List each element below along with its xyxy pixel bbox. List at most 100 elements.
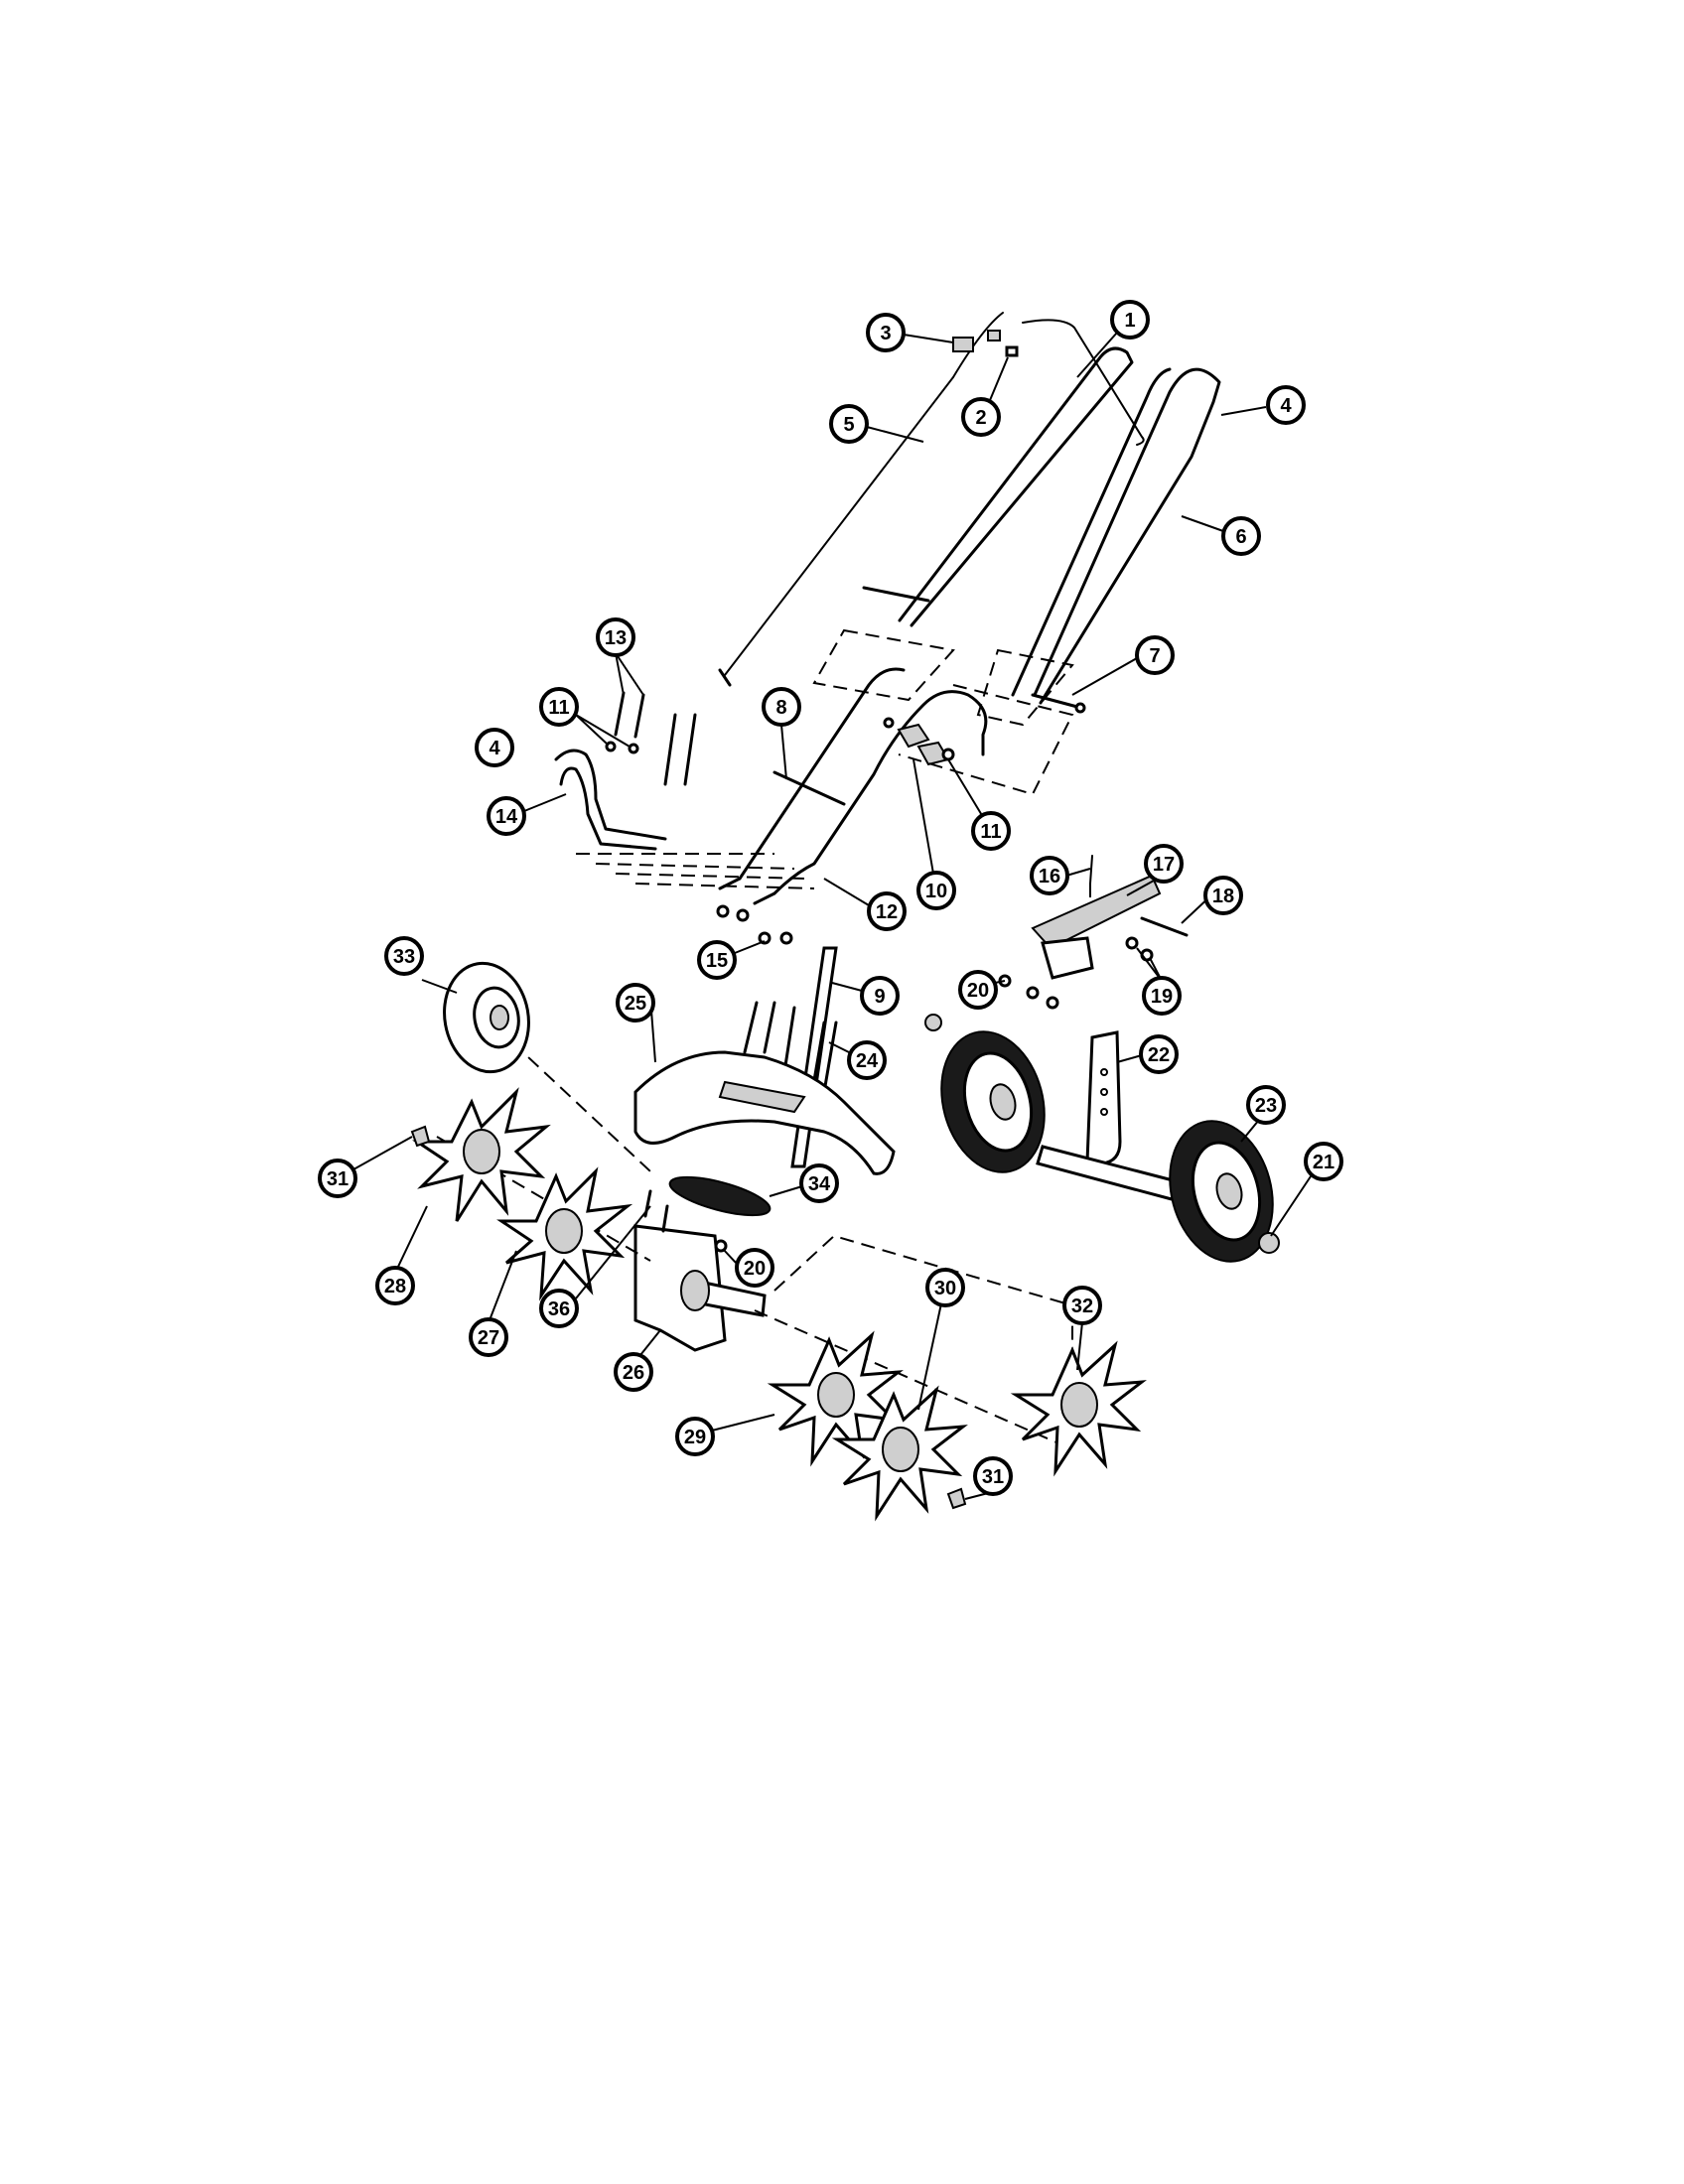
washer-11a — [605, 741, 617, 752]
callout-24: 24 — [847, 1040, 887, 1080]
leader-15 — [734, 940, 766, 954]
tine-28 — [412, 1087, 551, 1222]
cable-bracket-part — [952, 337, 974, 352]
stake-hole-1 — [1100, 1068, 1108, 1076]
svg-text:12: 12 — [876, 901, 898, 923]
bolt-24b — [763, 1001, 776, 1054]
bolt-13a — [614, 691, 626, 737]
bail-wire — [1022, 319, 1145, 446]
bolt-8 — [772, 770, 846, 806]
leader-16 — [1065, 868, 1091, 877]
svg-text:8: 8 — [775, 697, 786, 719]
leader-25 — [650, 1010, 656, 1063]
dashed-axis-left-tines — [436, 1136, 651, 1262]
callout-10: 10 — [916, 871, 956, 910]
lower-handle-inner — [738, 667, 906, 881]
leader-1 — [1076, 332, 1118, 378]
nut-15d — [779, 931, 793, 945]
leader-8 — [780, 724, 787, 780]
callout-33: 33 — [384, 936, 424, 976]
leader-36 — [575, 1205, 651, 1299]
callout-30: 30 — [925, 1268, 965, 1307]
callout-22: 22 — [1139, 1034, 1179, 1074]
svg-text:20: 20 — [744, 1258, 766, 1280]
drag-wheel-33 — [443, 961, 530, 1074]
callout-34: 34 — [799, 1163, 839, 1203]
tine-32 — [1010, 1340, 1147, 1477]
leader-4a — [1220, 406, 1267, 416]
callout-16: 16 — [1030, 856, 1069, 895]
svg-text:11: 11 — [980, 821, 1001, 843]
nut-19a — [1125, 936, 1139, 950]
callout-28: 28 — [375, 1266, 415, 1305]
svg-text:19: 19 — [1151, 986, 1173, 1008]
nut-20-center — [714, 1239, 728, 1253]
washer-11-right-b — [883, 717, 895, 729]
svg-text:18: 18 — [1212, 886, 1234, 907]
bolt-13c — [663, 713, 677, 786]
wheel-nut-21 — [1258, 1232, 1280, 1254]
callout-3: 3 — [866, 313, 906, 352]
tine-shield — [633, 1050, 896, 1175]
callout-32: 32 — [1062, 1286, 1102, 1325]
callout-11-left: 11 — [539, 687, 579, 727]
dashed-box-tines — [773, 1234, 1073, 1350]
bolt-24a — [743, 1001, 759, 1054]
callout-14: 14 — [487, 796, 526, 836]
cable-bracket-top — [987, 330, 1001, 341]
dashed-lower-lines — [576, 853, 815, 889]
leader-22 — [1116, 1054, 1143, 1063]
tine-27 — [496, 1166, 633, 1301]
leader-33 — [421, 979, 458, 994]
clip-31-right — [946, 1487, 967, 1510]
svg-text:6: 6 — [1235, 526, 1246, 548]
callout-4-lower: 4 — [475, 728, 514, 767]
svg-text:26: 26 — [623, 1362, 644, 1384]
leader-2 — [987, 356, 1009, 406]
stake-hole-3 — [1100, 1108, 1108, 1116]
callout-13: 13 — [596, 617, 635, 657]
svg-text:28: 28 — [384, 1276, 406, 1297]
svg-text:23: 23 — [1255, 1095, 1277, 1117]
svg-text:9: 9 — [874, 986, 885, 1008]
bolt-24e — [822, 1021, 838, 1094]
svg-text:14: 14 — [495, 806, 518, 828]
callout-20-center: 20 — [735, 1248, 774, 1288]
callout-18: 18 — [1203, 876, 1243, 915]
callout-6: 6 — [1221, 516, 1261, 556]
tine-shield-slot — [718, 1080, 806, 1114]
callout-31-left: 31 — [318, 1159, 357, 1198]
leader-11b — [947, 758, 984, 818]
svg-text:15: 15 — [706, 950, 728, 972]
cable-end — [718, 668, 732, 687]
callout-19: 19 — [1142, 976, 1182, 1016]
svg-text:10: 10 — [925, 881, 947, 902]
handle-bolt-upper — [862, 586, 930, 603]
control-cable — [724, 312, 1004, 676]
bolt-18 — [1140, 916, 1189, 937]
callout-36: 36 — [539, 1289, 579, 1328]
leader-34 — [769, 1185, 803, 1197]
leader-9 — [831, 982, 863, 992]
leader-30 — [917, 1302, 942, 1411]
svg-text:33: 33 — [393, 946, 415, 968]
nut-15c — [758, 931, 772, 945]
leader-7 — [1071, 657, 1138, 696]
svg-text:22: 22 — [1148, 1044, 1170, 1066]
dashed-box-right — [976, 648, 1074, 727]
washer-11b — [628, 743, 639, 754]
tine-29 — [767, 1330, 904, 1467]
callout-2: 2 — [961, 397, 1001, 437]
callout-26: 26 — [614, 1352, 653, 1392]
bolt-24c — [782, 1006, 796, 1074]
depth-stake — [1085, 1030, 1122, 1165]
nut-15b — [736, 908, 750, 922]
dashed-axis-right-tines — [754, 1309, 1073, 1450]
gasket-plate — [668, 1175, 772, 1217]
svg-text:5: 5 — [843, 414, 854, 436]
callout-25: 25 — [616, 983, 655, 1023]
washer-11-right — [941, 748, 955, 761]
wheel-bracket-plate — [1041, 936, 1094, 980]
leader-21 — [1270, 1175, 1312, 1237]
